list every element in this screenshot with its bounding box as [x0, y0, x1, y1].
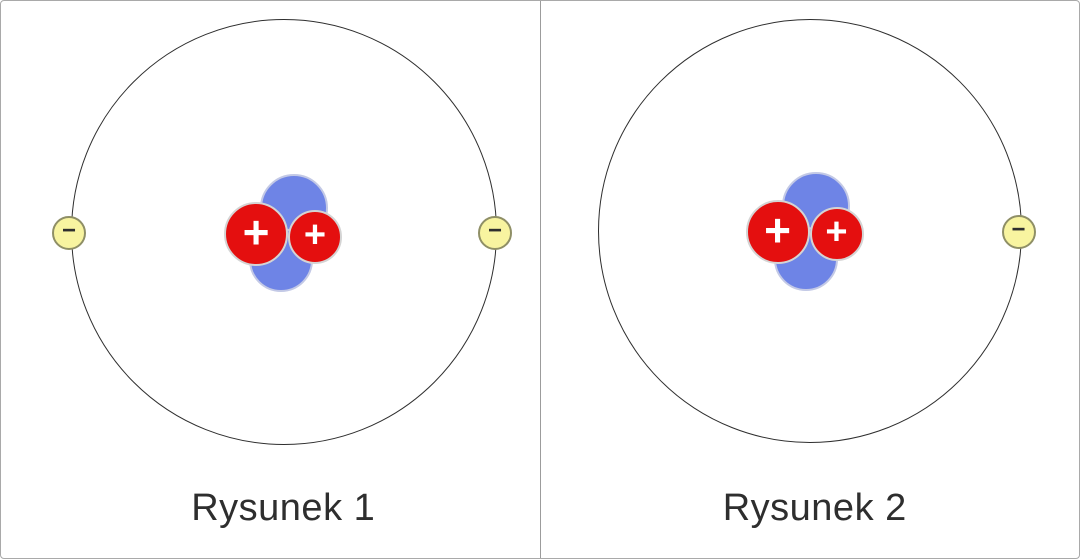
figure-panel-2: + + − Rysunek 2	[541, 1, 1080, 558]
plus-sign: +	[825, 211, 848, 253]
electron-particle: −	[478, 216, 512, 250]
plus-sign: +	[764, 204, 791, 256]
proton-particle: +	[288, 210, 342, 264]
figure-label: Rysunek 1	[191, 487, 376, 529]
electron-particle: −	[52, 216, 86, 250]
minus-sign: −	[487, 217, 502, 244]
proton-particle: +	[745, 200, 810, 264]
plus-sign: +	[303, 214, 327, 256]
proton-particle: +	[809, 207, 864, 261]
panel-divider	[539, 1, 541, 558]
minus-sign: −	[61, 217, 76, 244]
proton-particle: +	[224, 202, 288, 266]
electron-particle: −	[1001, 215, 1036, 249]
minus-sign: −	[1011, 216, 1026, 243]
plus-sign: +	[242, 206, 270, 258]
figure-label: Rysunek 2	[722, 487, 907, 529]
figure-panel-1: + + − − Rysunek 1	[1, 1, 540, 558]
